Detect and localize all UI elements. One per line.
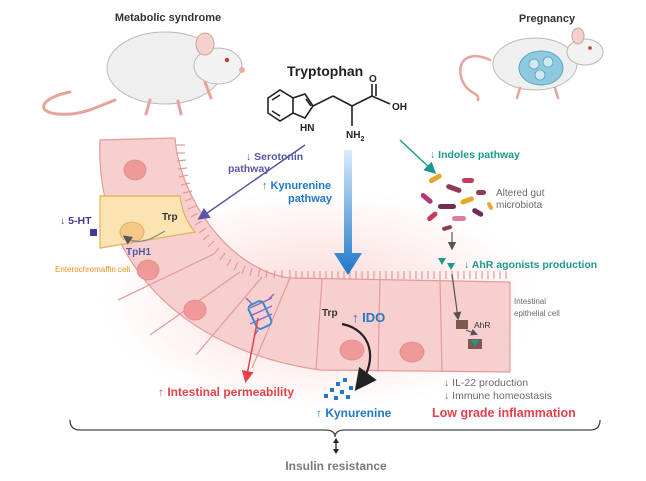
agonists-to-cell-arrow	[451, 273, 462, 321]
il22-production-label: ↓ IL-22 production	[444, 377, 528, 389]
kynurenine-pathway-label: ↑ Kynurenine	[262, 180, 331, 192]
ahr-label: AhR	[474, 320, 491, 330]
cell-nuclei	[123, 159, 425, 363]
intestinal-permeability-label: ↑ Intestinal permeability	[158, 385, 294, 399]
kynurenine-pathway-arrow	[334, 150, 362, 275]
summary-bracket	[69, 419, 601, 438]
tight-junction-damage-icon	[245, 293, 275, 337]
ido-conversion-arrow	[341, 322, 377, 392]
mouse-metabolic-syndrome-icon	[42, 31, 245, 116]
kynurenine-label: ↑ Kynurenine	[316, 406, 392, 420]
amine-text: NH	[346, 130, 360, 141]
epithelial-cell-label: Intestinal	[514, 297, 546, 306]
tryptophan-structure	[267, 84, 391, 126]
ahr-internal-arrow	[465, 328, 478, 336]
double-arrow-icon	[333, 438, 339, 454]
serotonin-pathway-label: ↓ Serotonin	[246, 151, 303, 163]
mouse-pregnancy-icon	[459, 27, 604, 102]
trp-enterochromaffin-label: Trp	[162, 212, 178, 223]
altered-microbiota-label-2: microbiota	[496, 200, 543, 211]
metabolic-syndrome-title: Metabolic syndrome	[115, 12, 221, 24]
kynurenine-pathway-label-2: pathway	[288, 193, 333, 205]
kynurenine-molecules-icon	[324, 378, 353, 400]
hydroxyl-label: OH	[392, 102, 407, 113]
pregnancy-title: Pregnancy	[519, 13, 576, 25]
altered-microbiota-label: Altered gut	[496, 188, 545, 199]
amine-label: NH2	[346, 130, 364, 143]
enterochromaffin-cell-label: Enterochromaffin cell	[55, 265, 130, 274]
indoles-pathway-arrow	[399, 139, 437, 175]
amine-subscript: 2	[360, 136, 364, 143]
microvilli	[176, 144, 507, 279]
enterochromaffin-nucleus	[119, 221, 145, 243]
indoles-pathway-label: ↓ Indoles pathway	[430, 149, 520, 161]
hn-label: HN	[300, 123, 314, 134]
tryptophan-title: Tryptophan	[287, 63, 363, 79]
ahr-receptor-icon	[456, 320, 482, 349]
immune-homeostasis-label: ↓ Immune homeostasis	[444, 390, 552, 402]
trp-to-5ht-arrow	[122, 230, 166, 245]
serotonin-pathway-arrow	[197, 144, 306, 220]
ido-label: ↑ IDO	[352, 310, 385, 325]
tph1-label: TpH1	[126, 247, 151, 258]
epithelial-cell-label-2: epithelial cell	[514, 309, 560, 318]
trp-ido-label: Trp	[322, 308, 338, 319]
serotonin-5ht-label: ↓ 5-HT	[60, 215, 92, 227]
ahr-agonist-icon	[438, 258, 455, 270]
serotonin-molecule-icon	[90, 229, 97, 236]
ahr-agonists-label: ↓ AhR agonists production	[464, 259, 597, 271]
permeability-arrow	[241, 317, 259, 383]
intestinal-epithelium	[99, 137, 540, 410]
gut-microbiota-icon	[420, 173, 493, 231]
serotonin-pathway-label-2: pathway	[228, 163, 270, 175]
low-grade-inflammation-label: Low grade inflammation	[432, 406, 576, 420]
insulin-resistance-label: Insulin resistance	[285, 459, 387, 473]
oxygen-label: O	[369, 74, 377, 85]
